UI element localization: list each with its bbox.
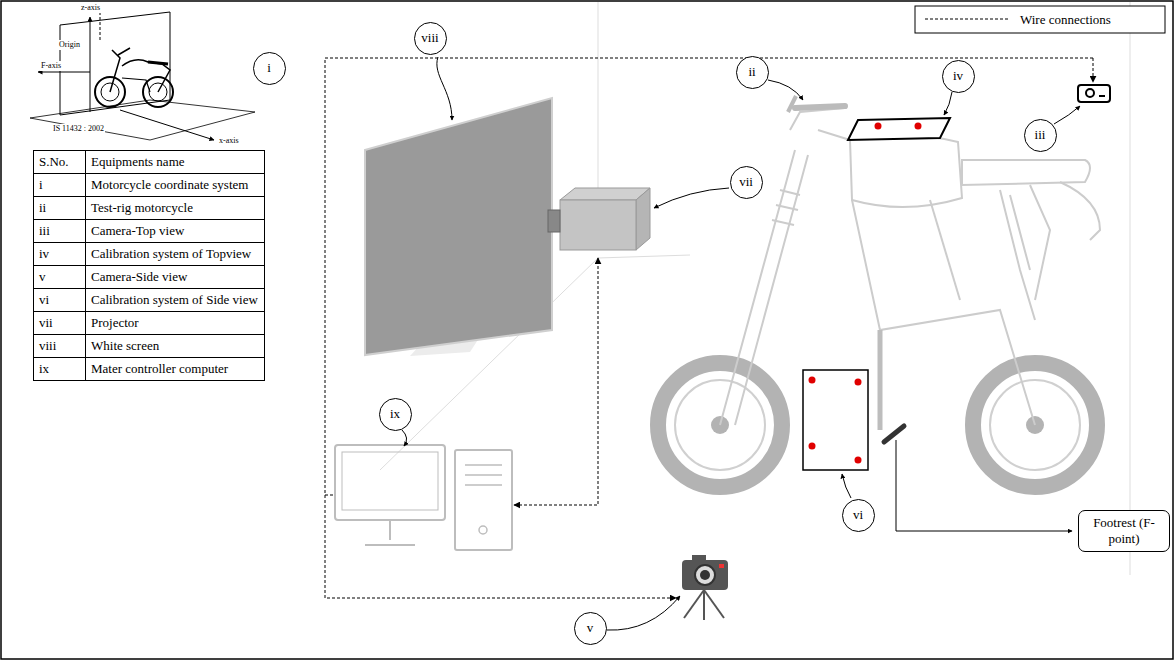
table-cell: viii (34, 335, 86, 358)
camera-top-view (1078, 85, 1110, 102)
table-cell: ii (34, 197, 86, 220)
axis-label: x-axis (218, 136, 240, 146)
table-cell: Mater controller computer (86, 358, 265, 381)
table-cell: Camera-Top view (86, 220, 265, 243)
table-cell: vi (34, 289, 86, 312)
leader-lines (402, 57, 1080, 630)
callout-circle: viii (414, 22, 447, 55)
table-cell: ix (34, 358, 86, 381)
callout-circle: ii (736, 56, 769, 89)
equipment-table: S.No.Equipments nameiMotorcycle coordina… (33, 150, 265, 381)
callout-number: v (587, 620, 594, 636)
table-cell: Test-rig motorcycle (86, 197, 265, 220)
wire-connections (325, 58, 1093, 598)
callout-circle: v (574, 612, 607, 645)
footrest-box: Footrest (F-point) (1078, 510, 1170, 552)
box-label: Footrest (F-point) (1085, 515, 1163, 547)
callout-number: vii (739, 174, 753, 190)
computer (335, 445, 512, 550)
callout-circle: vi (842, 499, 875, 532)
table-cell: Calibration system of Topview (86, 243, 265, 266)
table-cell: Camera-Side view (86, 266, 265, 289)
legend-line-sample (925, 19, 1010, 20)
axis-label: IS 11432 : 2002 (52, 124, 105, 134)
axis-label: F-axis (40, 61, 62, 71)
axis-label: z-axis (80, 3, 101, 13)
callout-number: i (267, 60, 271, 76)
table-cell: S.No. (34, 151, 86, 174)
table-cell: White screen (86, 335, 265, 358)
projector (548, 188, 650, 250)
table-cell: v (34, 266, 86, 289)
test-rig-motorcycle (658, 96, 1100, 487)
callout-number: ix (390, 406, 400, 422)
table-cell: Equipments name (86, 151, 265, 174)
callout-circle: iii (1024, 119, 1057, 152)
table-cell: iv (34, 243, 86, 266)
callout-number: iii (1035, 127, 1046, 143)
table-cell: i (34, 174, 86, 197)
camera-side-view (682, 555, 728, 620)
callout-circle: vii (730, 166, 763, 199)
table-cell: iii (34, 220, 86, 243)
callout-circle: iv (942, 60, 975, 93)
table-cell: vii (34, 312, 86, 335)
table-cell: Motorcycle coordinate system (86, 174, 265, 197)
callout-number: viii (421, 30, 438, 46)
callout-circle: ix (379, 398, 412, 431)
white-screen (365, 98, 552, 355)
calibration-top-view (848, 118, 950, 140)
coordinate-system-inset (30, 12, 255, 140)
footrest (880, 330, 904, 442)
legend-text: Wire connections (1020, 12, 1111, 28)
callout-number: ii (748, 64, 755, 80)
table-cell: Projector (86, 312, 265, 335)
calibration-side-view (803, 370, 868, 470)
table-cell: Calibration system of Side view (86, 289, 265, 312)
callout-number: vi (853, 507, 863, 523)
callout-circle: i (253, 52, 286, 85)
callout-number: iv (953, 68, 963, 84)
axis-label: Origin (58, 40, 81, 50)
